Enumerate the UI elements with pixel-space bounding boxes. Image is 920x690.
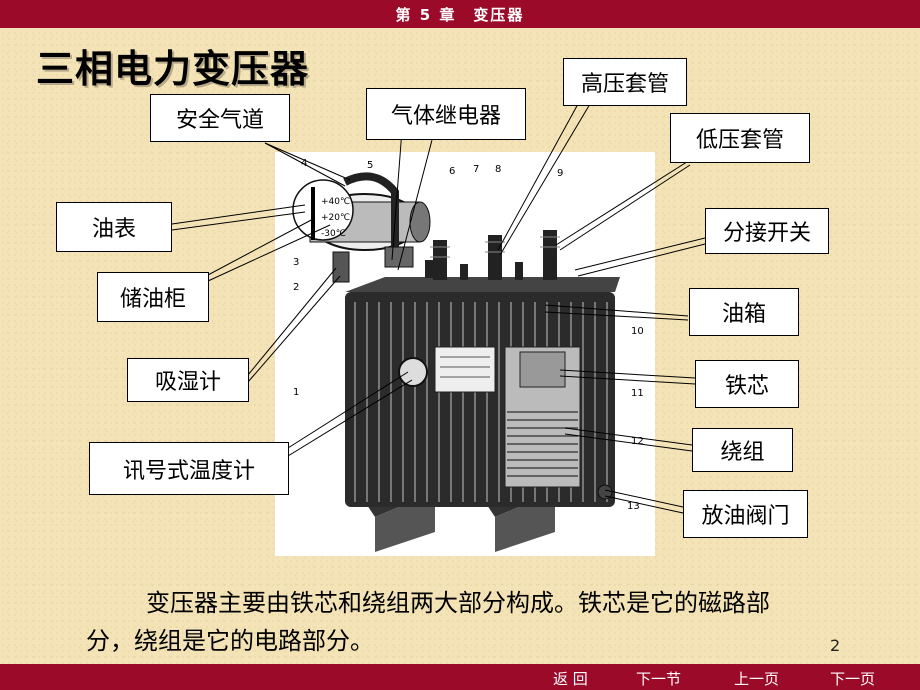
label-oil-gauge: 油表	[56, 202, 172, 252]
nav-next-section-link[interactable]: 下一节	[636, 670, 682, 688]
figure-number-13: 13	[627, 501, 640, 512]
thermometer-dial	[398, 357, 428, 387]
body-paragraph: 变压器主要由铁芯和绕组两大部分构成。铁芯是它的磁路部分，绕组是它的电路部分。	[86, 589, 770, 655]
label-tap-changer: 分接开关	[705, 208, 829, 254]
figure-number-1: 1	[293, 387, 299, 398]
tank-cover	[345, 277, 620, 292]
breather-body	[332, 251, 350, 283]
bottom-nav-bar: 返 回 下一节 上一页 下一页	[0, 664, 920, 690]
figure-number-12: 12	[631, 436, 644, 447]
label-oil-tank: 油箱	[689, 288, 799, 336]
nav-back-link[interactable]: 返 回	[553, 670, 588, 688]
gauge-mark-20: +20℃	[321, 213, 350, 223]
figure-number-9: 9	[557, 168, 563, 179]
core-yoke	[519, 351, 566, 388]
label-breather: 吸湿计	[127, 358, 249, 402]
nav-next-page-link[interactable]: 下一页	[830, 670, 876, 688]
bushings	[425, 230, 557, 280]
top-bar: 第 5 章 变压器	[0, 0, 920, 28]
gauge-mark-40: +40℃	[321, 197, 350, 207]
label-gas-relay: 气体继电器	[366, 88, 526, 140]
transformer-figure: +40℃ +20℃ -30℃ 1 2 3 4 5	[275, 152, 655, 556]
page-number: 2	[830, 636, 841, 655]
slide-title: 三相电力变压器	[36, 47, 310, 91]
figure-number-6: 6	[449, 166, 455, 177]
transformer-drawing: +40℃ +20℃ -30℃ 1 2 3 4 5	[292, 158, 644, 552]
label-signal-thermometer: 讯号式温度计	[89, 442, 289, 495]
label-drain-valve: 放油阀门	[683, 490, 808, 538]
chapter-title: 第 5 章 变压器	[395, 5, 525, 24]
figure-number-5: 5	[367, 160, 373, 171]
figure-number-3: 3	[293, 257, 299, 268]
drain-valve	[597, 484, 613, 500]
figure-number-2: 2	[293, 282, 299, 293]
figure-number-7: 7	[473, 164, 479, 175]
label-hv-bushing: 高压套管	[563, 58, 687, 106]
gauge-mark-30: -30℃	[321, 229, 346, 239]
figure-number-8: 8	[495, 164, 501, 175]
label-lv-bushing: 低压套管	[670, 113, 810, 163]
label-iron-core: 铁芯	[695, 360, 799, 408]
gas-relay-body	[384, 246, 414, 268]
nav-prev-page-link[interactable]: 上一页	[734, 670, 780, 688]
label-conservator: 储油柜	[97, 272, 209, 322]
figure-number-11: 11	[631, 388, 644, 399]
label-winding: 绕组	[692, 428, 793, 472]
figure-number-10: 10	[631, 326, 644, 337]
label-safety-airway: 安全气道	[150, 94, 290, 142]
figure-number-4: 4	[301, 158, 307, 169]
nameplate	[434, 346, 496, 393]
